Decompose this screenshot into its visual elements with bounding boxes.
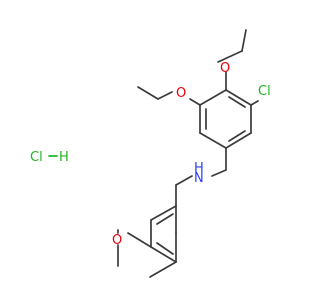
atom-labels: O O Cl H N O (112, 61, 271, 248)
bond (241, 29, 247, 52)
bond (228, 96, 246, 108)
bond (150, 205, 177, 221)
bond (149, 261, 177, 278)
amine-nitrogen: N (194, 171, 204, 186)
chlorine-atom: Cl (258, 84, 271, 99)
bond (225, 132, 252, 149)
salt-chlorine: Cl (30, 150, 43, 165)
bond (228, 130, 246, 142)
bond (156, 213, 174, 225)
salt-hydrogen: H (59, 150, 69, 165)
bond (137, 86, 159, 100)
bond-set (117, 29, 259, 278)
amine-hydrogen: H (194, 161, 204, 176)
bond (189, 98, 201, 106)
oxygen-atom-left: O (176, 86, 186, 101)
hydrochloride-salt: Cl H (30, 150, 69, 165)
bond (199, 132, 227, 149)
structure-canvas: O O Cl H N O Cl H (30, 29, 271, 278)
methoxy-oxygen: O (112, 233, 122, 248)
bond (156, 242, 174, 255)
oxygen-atom-top: O (220, 61, 230, 76)
bond (211, 169, 227, 177)
bond (127, 232, 152, 248)
molecule-drawing: O O Cl H N O Cl H (30, 29, 271, 278)
bond (199, 89, 227, 106)
bond (175, 175, 193, 186)
bond (250, 100, 259, 106)
bond (225, 89, 252, 106)
bond (157, 91, 173, 100)
bond (150, 246, 177, 263)
bond (217, 50, 243, 63)
